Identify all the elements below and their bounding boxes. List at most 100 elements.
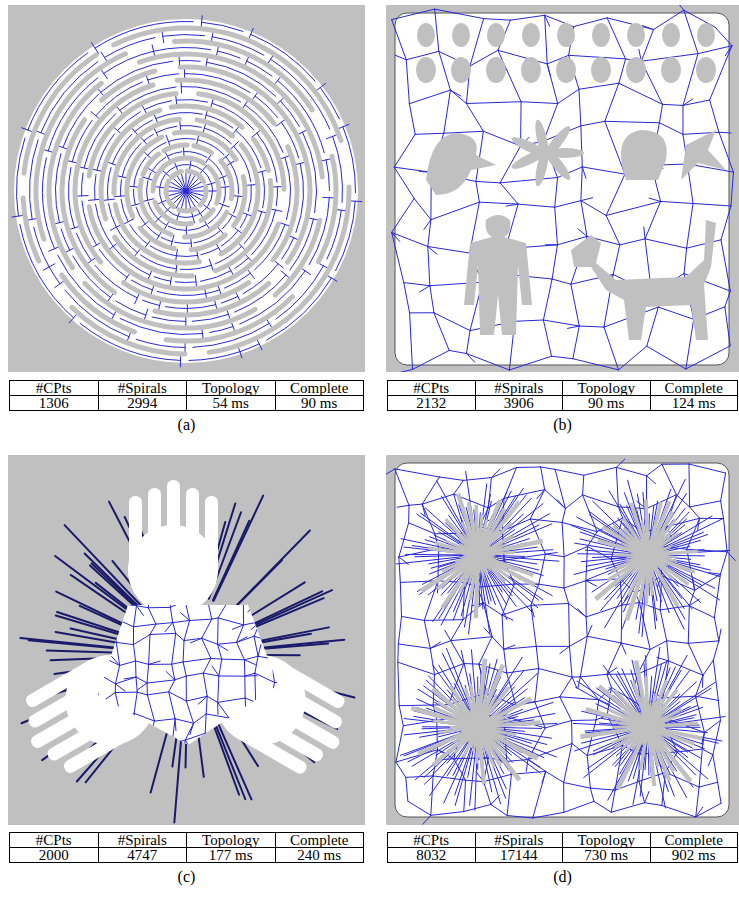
skeleton-line	[186, 191, 191, 210]
skeleton-branch	[727, 552, 735, 561]
skeleton-branch	[48, 525, 56, 533]
skeleton-line	[31, 698, 46, 700]
skeleton-line	[209, 543, 211, 558]
skeleton-line	[78, 643, 84, 661]
small-silhouette	[417, 23, 435, 47]
skeleton-line	[225, 538, 239, 545]
skeleton-branch	[212, 666, 219, 676]
skeleton-line	[239, 499, 263, 505]
skeleton-line	[613, 245, 620, 275]
skeleton-line	[466, 780, 484, 782]
skeleton-line	[42, 815, 69, 817]
skeleton-line	[676, 495, 689, 507]
skeleton-line	[346, 636, 347, 659]
skeleton-line	[394, 167, 431, 172]
skeleton-arc	[82, 173, 84, 196]
skeleton-line	[94, 598, 102, 627]
small-silhouette	[451, 57, 471, 83]
maze-wall	[143, 154, 158, 174]
skeleton-line	[93, 540, 99, 567]
skeleton-line	[616, 467, 618, 506]
skeleton-line	[257, 595, 277, 604]
skeleton-line	[300, 684, 312, 686]
skeleton-line	[138, 750, 158, 752]
skeleton-line	[66, 517, 79, 519]
skeleton-line	[194, 519, 211, 524]
skeleton-line	[116, 575, 139, 579]
skeleton-line	[399, 557, 400, 582]
skeleton-line	[254, 673, 256, 702]
skeleton-line	[434, 313, 449, 351]
skeleton-line	[44, 541, 58, 545]
skeleton-line	[326, 543, 331, 557]
maze-wall	[261, 181, 271, 231]
skeleton-line	[392, 232, 404, 282]
skeleton-line	[293, 480, 309, 485]
skeleton-line	[414, 198, 431, 219]
skeleton-line	[176, 576, 187, 586]
skeleton-branch	[719, 132, 731, 134]
skeleton-line	[312, 660, 318, 686]
skeleton-line	[255, 656, 258, 673]
skeleton-line	[297, 603, 298, 626]
skeleton-line	[579, 326, 604, 327]
skeleton-line	[307, 519, 308, 538]
skeleton-line	[245, 698, 256, 702]
skeleton-line	[300, 581, 317, 588]
skeleton-branch	[301, 540, 309, 549]
maze-wall	[209, 167, 219, 203]
skeleton-branch	[328, 775, 340, 776]
skeleton-line	[688, 641, 719, 643]
skeleton-branch	[466, 354, 474, 363]
skeleton-line	[607, 18, 625, 59]
skeleton-line	[662, 805, 696, 816]
skeleton-branch	[225, 538, 234, 546]
skeleton-branch	[545, 553, 557, 555]
skeleton-line	[264, 712, 283, 718]
maze-wall	[24, 55, 96, 173]
skeleton-line	[410, 312, 434, 313]
skeleton-line	[569, 636, 587, 646]
skeleton-line	[254, 636, 281, 644]
skeleton-line	[25, 679, 51, 681]
skeleton-line	[115, 544, 117, 563]
skeleton-branch	[78, 505, 80, 517]
skeleton-line	[545, 490, 566, 509]
skeleton-line	[263, 462, 281, 464]
skeleton-branch	[124, 677, 136, 679]
skeleton-line	[478, 555, 538, 608]
skeleton-line	[343, 548, 353, 559]
background	[8, 5, 365, 372]
maze-wall	[197, 120, 232, 136]
skeleton-line	[31, 602, 33, 625]
skeleton-arc	[262, 171, 264, 207]
skeleton-arc	[343, 127, 356, 193]
skeleton-line	[430, 286, 434, 313]
skeleton-line	[58, 794, 84, 798]
skeleton-line	[721, 473, 726, 501]
skeleton-line	[169, 692, 175, 719]
skeleton-branch	[78, 818, 87, 825]
finger	[24, 658, 100, 709]
skeleton-branch	[312, 750, 314, 762]
skeleton-line	[165, 527, 175, 545]
skeleton-line	[156, 623, 173, 624]
skeleton-line	[583, 475, 584, 495]
skeleton-line	[696, 803, 721, 817]
skeleton-line	[183, 662, 186, 676]
skeleton-branch	[401, 369, 413, 372]
skeleton-line	[190, 619, 212, 620]
skeleton-line	[40, 483, 41, 503]
skeleton-branch	[38, 461, 50, 463]
skeleton-line	[318, 696, 328, 699]
skeleton-line	[138, 566, 139, 575]
skeleton-line	[218, 618, 243, 625]
skeleton-line	[236, 577, 244, 603]
skeleton-line	[156, 486, 168, 488]
skeleton-line	[347, 581, 350, 599]
skeleton-line	[690, 507, 700, 518]
skeleton-line	[221, 499, 239, 509]
skeleton-branch	[175, 719, 177, 731]
bird-silhouette	[681, 130, 726, 180]
skeleton-line	[212, 618, 218, 619]
